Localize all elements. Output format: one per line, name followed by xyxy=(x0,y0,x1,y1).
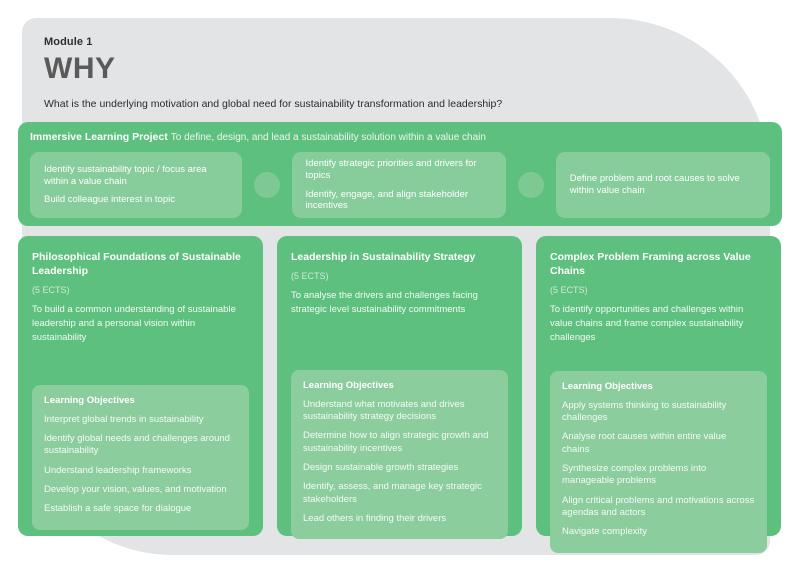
ilp-connector-dot-1 xyxy=(253,172,280,198)
learning-objectives-box: Learning Objectives Apply systems thinki… xyxy=(550,370,767,553)
learning-objective-item: Synthesize complex problems into managea… xyxy=(562,463,707,487)
learning-objective-item: Lead others in finding their drivers xyxy=(303,513,447,525)
ilp-step-line: Define problem and root causes to solve … xyxy=(569,173,740,196)
module-label: Module 1 xyxy=(44,36,93,48)
ilp-step-line: Identify, engage, and align stakeholder … xyxy=(305,188,469,212)
learning-objectives-heading: Learning Objectives xyxy=(303,379,394,391)
course-description: To build a common understanding of susta… xyxy=(32,304,236,343)
course-ects: (5 ECTS) xyxy=(32,285,70,296)
ilp-connector-dot-2 xyxy=(517,172,544,198)
ilp-step-2: Identify strategic priorities and driver… xyxy=(291,152,506,218)
module-header: Module 1 WHY What is the underlying moti… xyxy=(44,36,684,112)
learning-objective-item: Establish a safe space for dialogue xyxy=(44,503,192,515)
learning-objective-item: Identify global needs and challenges aro… xyxy=(44,432,230,457)
learning-objective-item: Understand what motivates and drives sus… xyxy=(303,398,465,423)
learning-objectives-heading: Learning Objectives xyxy=(44,394,135,406)
module-subtitle: What is the underlying motivation and gl… xyxy=(44,98,503,110)
ilp-step-1: Identify sustainability topic / focus ar… xyxy=(30,152,242,218)
course-title: Philosophical Foundations of Sustainable… xyxy=(32,251,241,278)
learning-objectives-box: Learning Objectives Understand what moti… xyxy=(291,369,508,540)
course-ects: (5 ECTS) xyxy=(550,285,588,296)
course-card-1: Philosophical Foundations of Sustainable… xyxy=(18,236,263,536)
learning-objective-item: Align critical problems and motivations … xyxy=(562,494,755,519)
course-card-3: Complex Problem Framing across Value Cha… xyxy=(536,236,781,553)
learning-objective-item: Identify, assess, and manage key strateg… xyxy=(303,481,482,505)
learning-objective-item: Interpret global trends in sustainabilit… xyxy=(44,413,204,425)
ilp-step-line: Build colleague interest in topic xyxy=(44,194,175,206)
course-cards-row: Philosophical Foundations of Sustainable… xyxy=(18,236,782,553)
learning-objective-item: Understand leadership frameworks xyxy=(44,464,192,476)
learning-objective-item: Design sustainable growth strategies xyxy=(303,462,459,474)
learning-objective-item: Apply systems thinking to sustainability… xyxy=(562,399,727,423)
ilp-step-line: Identify strategic priorities and driver… xyxy=(305,157,477,181)
course-ects: (5 ECTS) xyxy=(291,271,329,282)
learning-objective-item: Navigate complexity xyxy=(562,526,648,538)
learning-objectives-heading: Learning Objectives xyxy=(562,380,653,392)
learning-objective-item: Develop your vision, values, and motivat… xyxy=(44,484,227,496)
course-card-2: Leadership in Sustainability Strategy (5… xyxy=(277,236,522,540)
learning-objective-item: Determine how to align strategic growth … xyxy=(303,430,489,454)
learning-objective-item: Analyse root causes within entire value … xyxy=(562,431,727,455)
course-description: To analyse the drivers and challenges fa… xyxy=(291,290,478,315)
page-title: WHY xyxy=(44,52,116,85)
course-description: To identify opportunities and challenges… xyxy=(550,304,744,343)
ilp-step-line: Identify sustainability topic / focus ar… xyxy=(44,163,207,187)
course-title: Complex Problem Framing across Value Cha… xyxy=(550,251,751,278)
ilp-description: To define, design, and lead a sustainabi… xyxy=(170,132,486,143)
course-title: Leadership in Sustainability Strategy xyxy=(291,251,476,263)
ilp-steps-row: Identify sustainability topic / focus ar… xyxy=(30,152,770,218)
learning-objectives-box: Learning Objectives Interpret global tre… xyxy=(32,384,249,530)
ilp-step-3: Define problem and root causes to solve … xyxy=(555,152,770,218)
ilp-title: Immersive Learning Project xyxy=(30,131,168,143)
